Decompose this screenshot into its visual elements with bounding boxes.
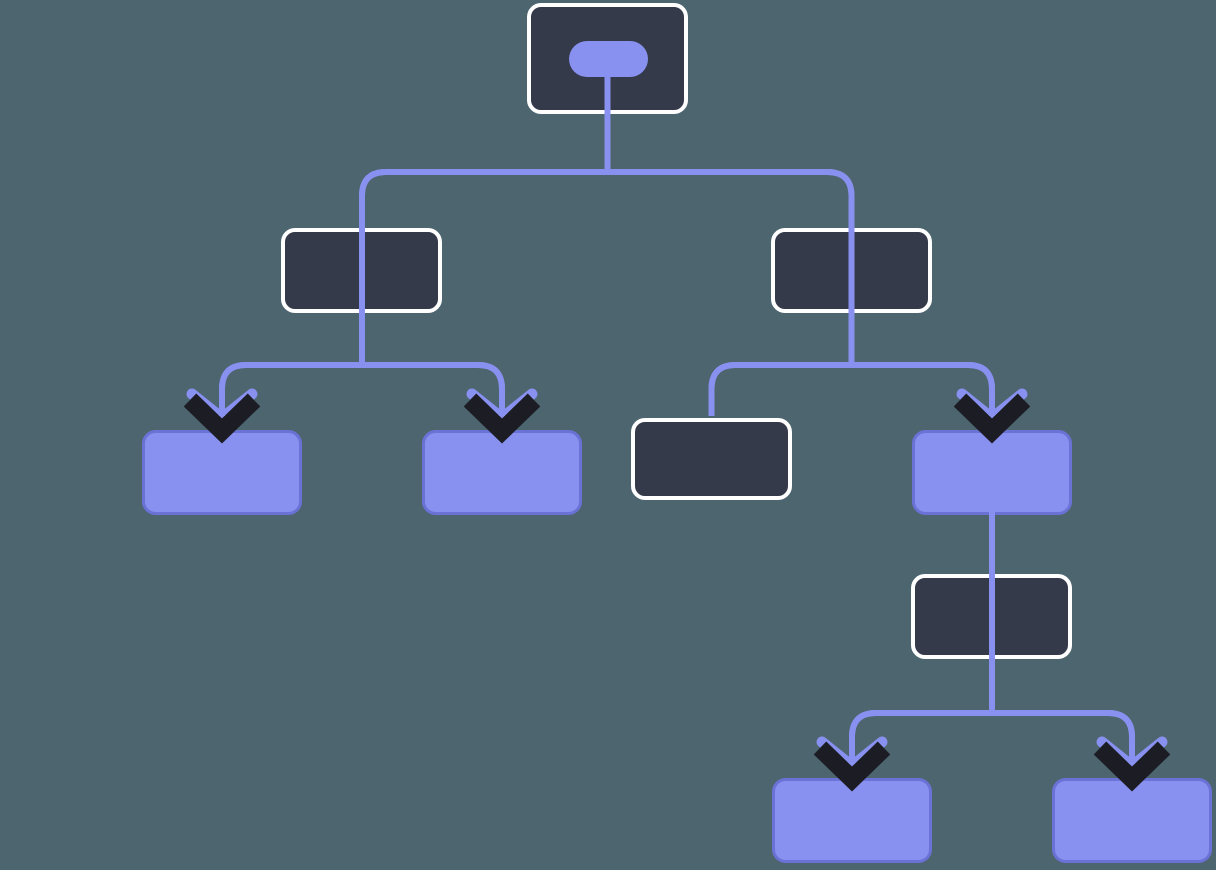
leaf-node-e[interactable] [772, 778, 932, 863]
arrow-chevron-marker [1093, 741, 1171, 792]
edge-arrowhead-icon [813, 736, 891, 792]
arrow-chevron-marker [813, 741, 891, 792]
arrow-chevron-marker [183, 393, 261, 444]
arrow-chevron-marker [953, 393, 1031, 444]
leaf-node-f[interactable] [1052, 778, 1212, 863]
edge-branch-right-to-dark-leaf-c [708, 362, 852, 416]
node-body [422, 430, 582, 515]
edge-root-to-branch-right [607, 169, 855, 313]
node-body [142, 430, 302, 515]
leaf-node-b[interactable] [422, 430, 582, 515]
edge-arrowhead-icon [953, 388, 1031, 444]
edge-arrowhead-icon [463, 388, 541, 444]
node-body [772, 778, 932, 863]
edge-arrowhead-icon [183, 388, 261, 444]
node-body [1052, 778, 1212, 863]
edge-arrowhead-icon [1093, 736, 1171, 792]
edge-root-to-branch-left [359, 169, 608, 313]
branch-node-d[interactable] [912, 430, 1072, 515]
node-body [631, 418, 792, 500]
arrow-markers-layer [183, 388, 1171, 792]
node-body [912, 430, 1072, 515]
edge-branch-right-to-dark-leaf-c [708, 362, 852, 416]
leaf-node-a[interactable] [142, 430, 302, 515]
arrow-chevron-marker [463, 393, 541, 444]
nodes-layer [142, 3, 1212, 863]
dark-leaf-node-c[interactable] [631, 418, 792, 500]
